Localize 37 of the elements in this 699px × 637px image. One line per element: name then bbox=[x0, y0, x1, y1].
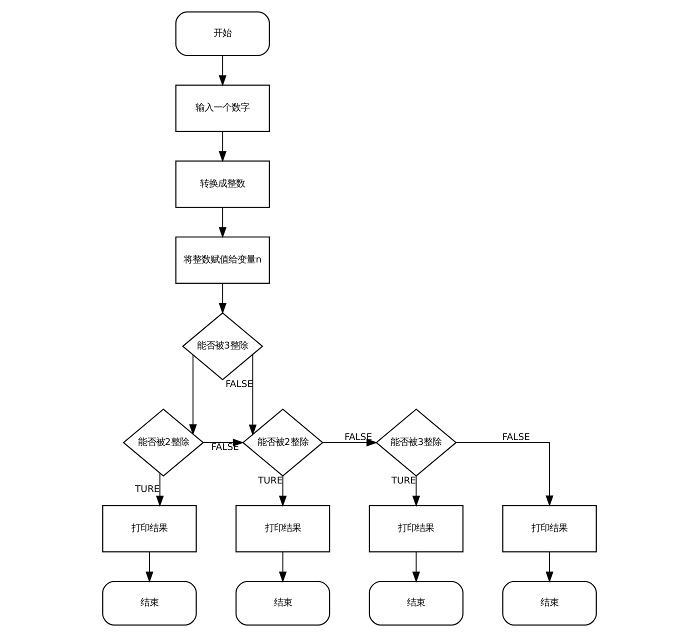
arrow bbox=[412, 551, 420, 583]
node-box: 结束 bbox=[236, 580, 330, 626]
node-box: 打印结果 bbox=[502, 505, 597, 552]
edge-label: TURE bbox=[391, 475, 416, 486]
arrow bbox=[278, 551, 287, 583]
node-box: 开始 bbox=[175, 11, 270, 56]
arrow bbox=[156, 472, 164, 507]
node-box: 结束 bbox=[368, 580, 464, 626]
arrow bbox=[146, 551, 154, 583]
node-box: 打印结果 bbox=[102, 505, 197, 552]
node-box: 将整数赋值给变量n bbox=[175, 236, 270, 284]
arrow bbox=[218, 206, 227, 238]
arrow bbox=[218, 283, 227, 314]
edge-label: FALSE bbox=[225, 379, 254, 390]
arrow bbox=[322, 438, 378, 446]
node-box: 输入一个数字 bbox=[175, 84, 270, 132]
node-box: 打印结果 bbox=[368, 505, 464, 552]
node-diamond: 能否被3整除 bbox=[376, 408, 457, 477]
arrow bbox=[412, 476, 420, 507]
edge-label: TURE bbox=[135, 484, 160, 496]
node-box: 转换成整数 bbox=[175, 160, 270, 208]
node-diamond: 能否被2整除 bbox=[242, 408, 324, 477]
arrow bbox=[456, 442, 554, 507]
node-diamond: 能否被2整除 bbox=[122, 408, 204, 477]
node-box: 打印结果 bbox=[236, 505, 330, 552]
arrow bbox=[218, 55, 227, 86]
arrow bbox=[248, 354, 257, 436]
node-diamond: 能否被3整除 bbox=[182, 312, 264, 380]
node-box: 结束 bbox=[102, 580, 197, 626]
arrow bbox=[189, 354, 197, 436]
arrow bbox=[546, 551, 554, 583]
edge-label: FALSE bbox=[502, 432, 530, 443]
edge-label: TURE bbox=[258, 475, 283, 486]
arrow bbox=[218, 131, 227, 162]
node-box: 结束 bbox=[502, 580, 597, 626]
edge-label: FALSE bbox=[344, 432, 372, 443]
arrow bbox=[278, 476, 287, 507]
